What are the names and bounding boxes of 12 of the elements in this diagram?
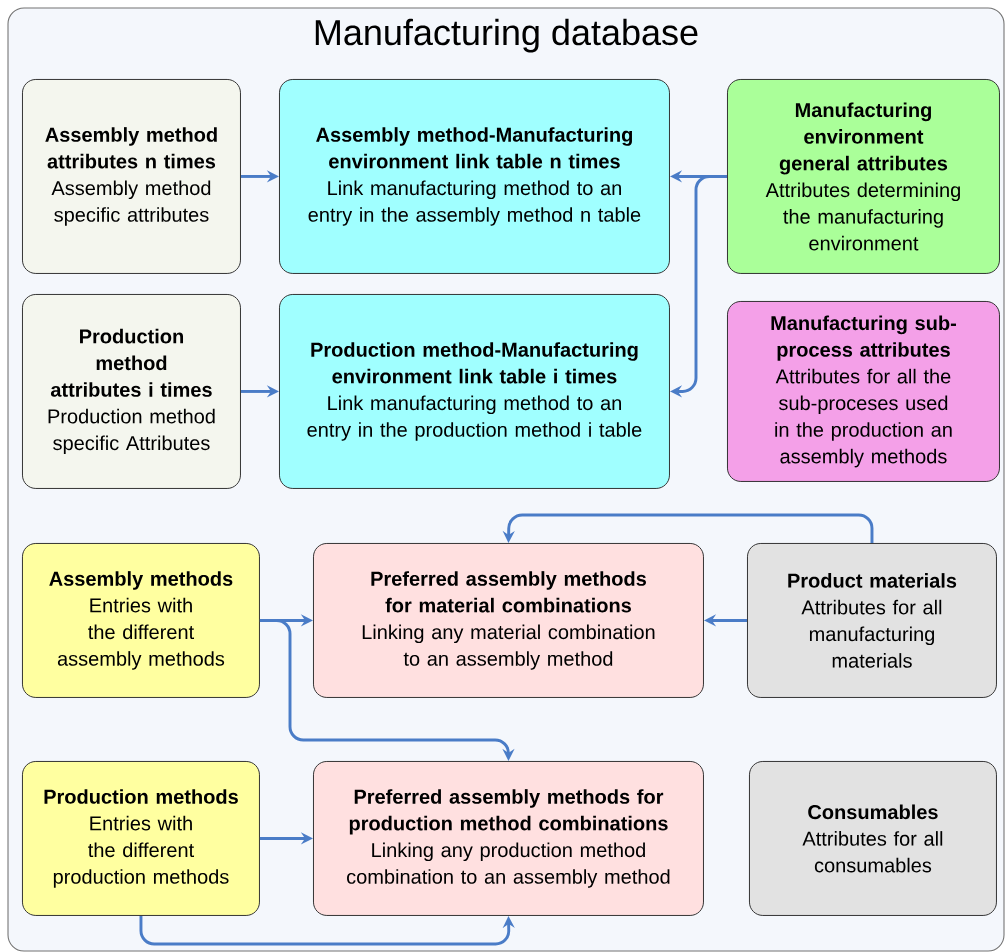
table-box: Production method-Manufacturing environment link table i times Link manufacturing method to an entry in the production method i table <box>279 294 670 489</box>
table-box: Production method attributes i times Production method specific Attributes <box>22 294 241 489</box>
table-box: Manufacturing environment general attributes Attributes determining the manufacturing environment <box>727 79 1000 274</box>
table-box: Preferred assembly methods for material combinations Linking any material combination to an assembly method <box>313 543 704 698</box>
table-box: Assembly method attributes n times Assembly method specific attributes <box>22 79 241 274</box>
table-box: Consumables Attributes for all consumables <box>749 761 997 916</box>
table-box: Production methods Entries with the different production methods <box>22 761 260 916</box>
table-box: Assembly methods Entries with the different assembly methods <box>22 543 260 698</box>
table-box: Assembly method-Manufacturing environment link table n times Link manufacturing method to an entry in the assembly method n table <box>279 79 670 274</box>
table-box: Preferred assembly methods for production method combinations Linking any production method combination to an assembly method <box>313 761 704 916</box>
table-box: Product materials Attributes for all manufacturing materials <box>747 543 997 698</box>
table-box: Manufacturing sub-process attributes Attributes for all the sub-proceses used in the production an assembly methods <box>727 301 1000 482</box>
